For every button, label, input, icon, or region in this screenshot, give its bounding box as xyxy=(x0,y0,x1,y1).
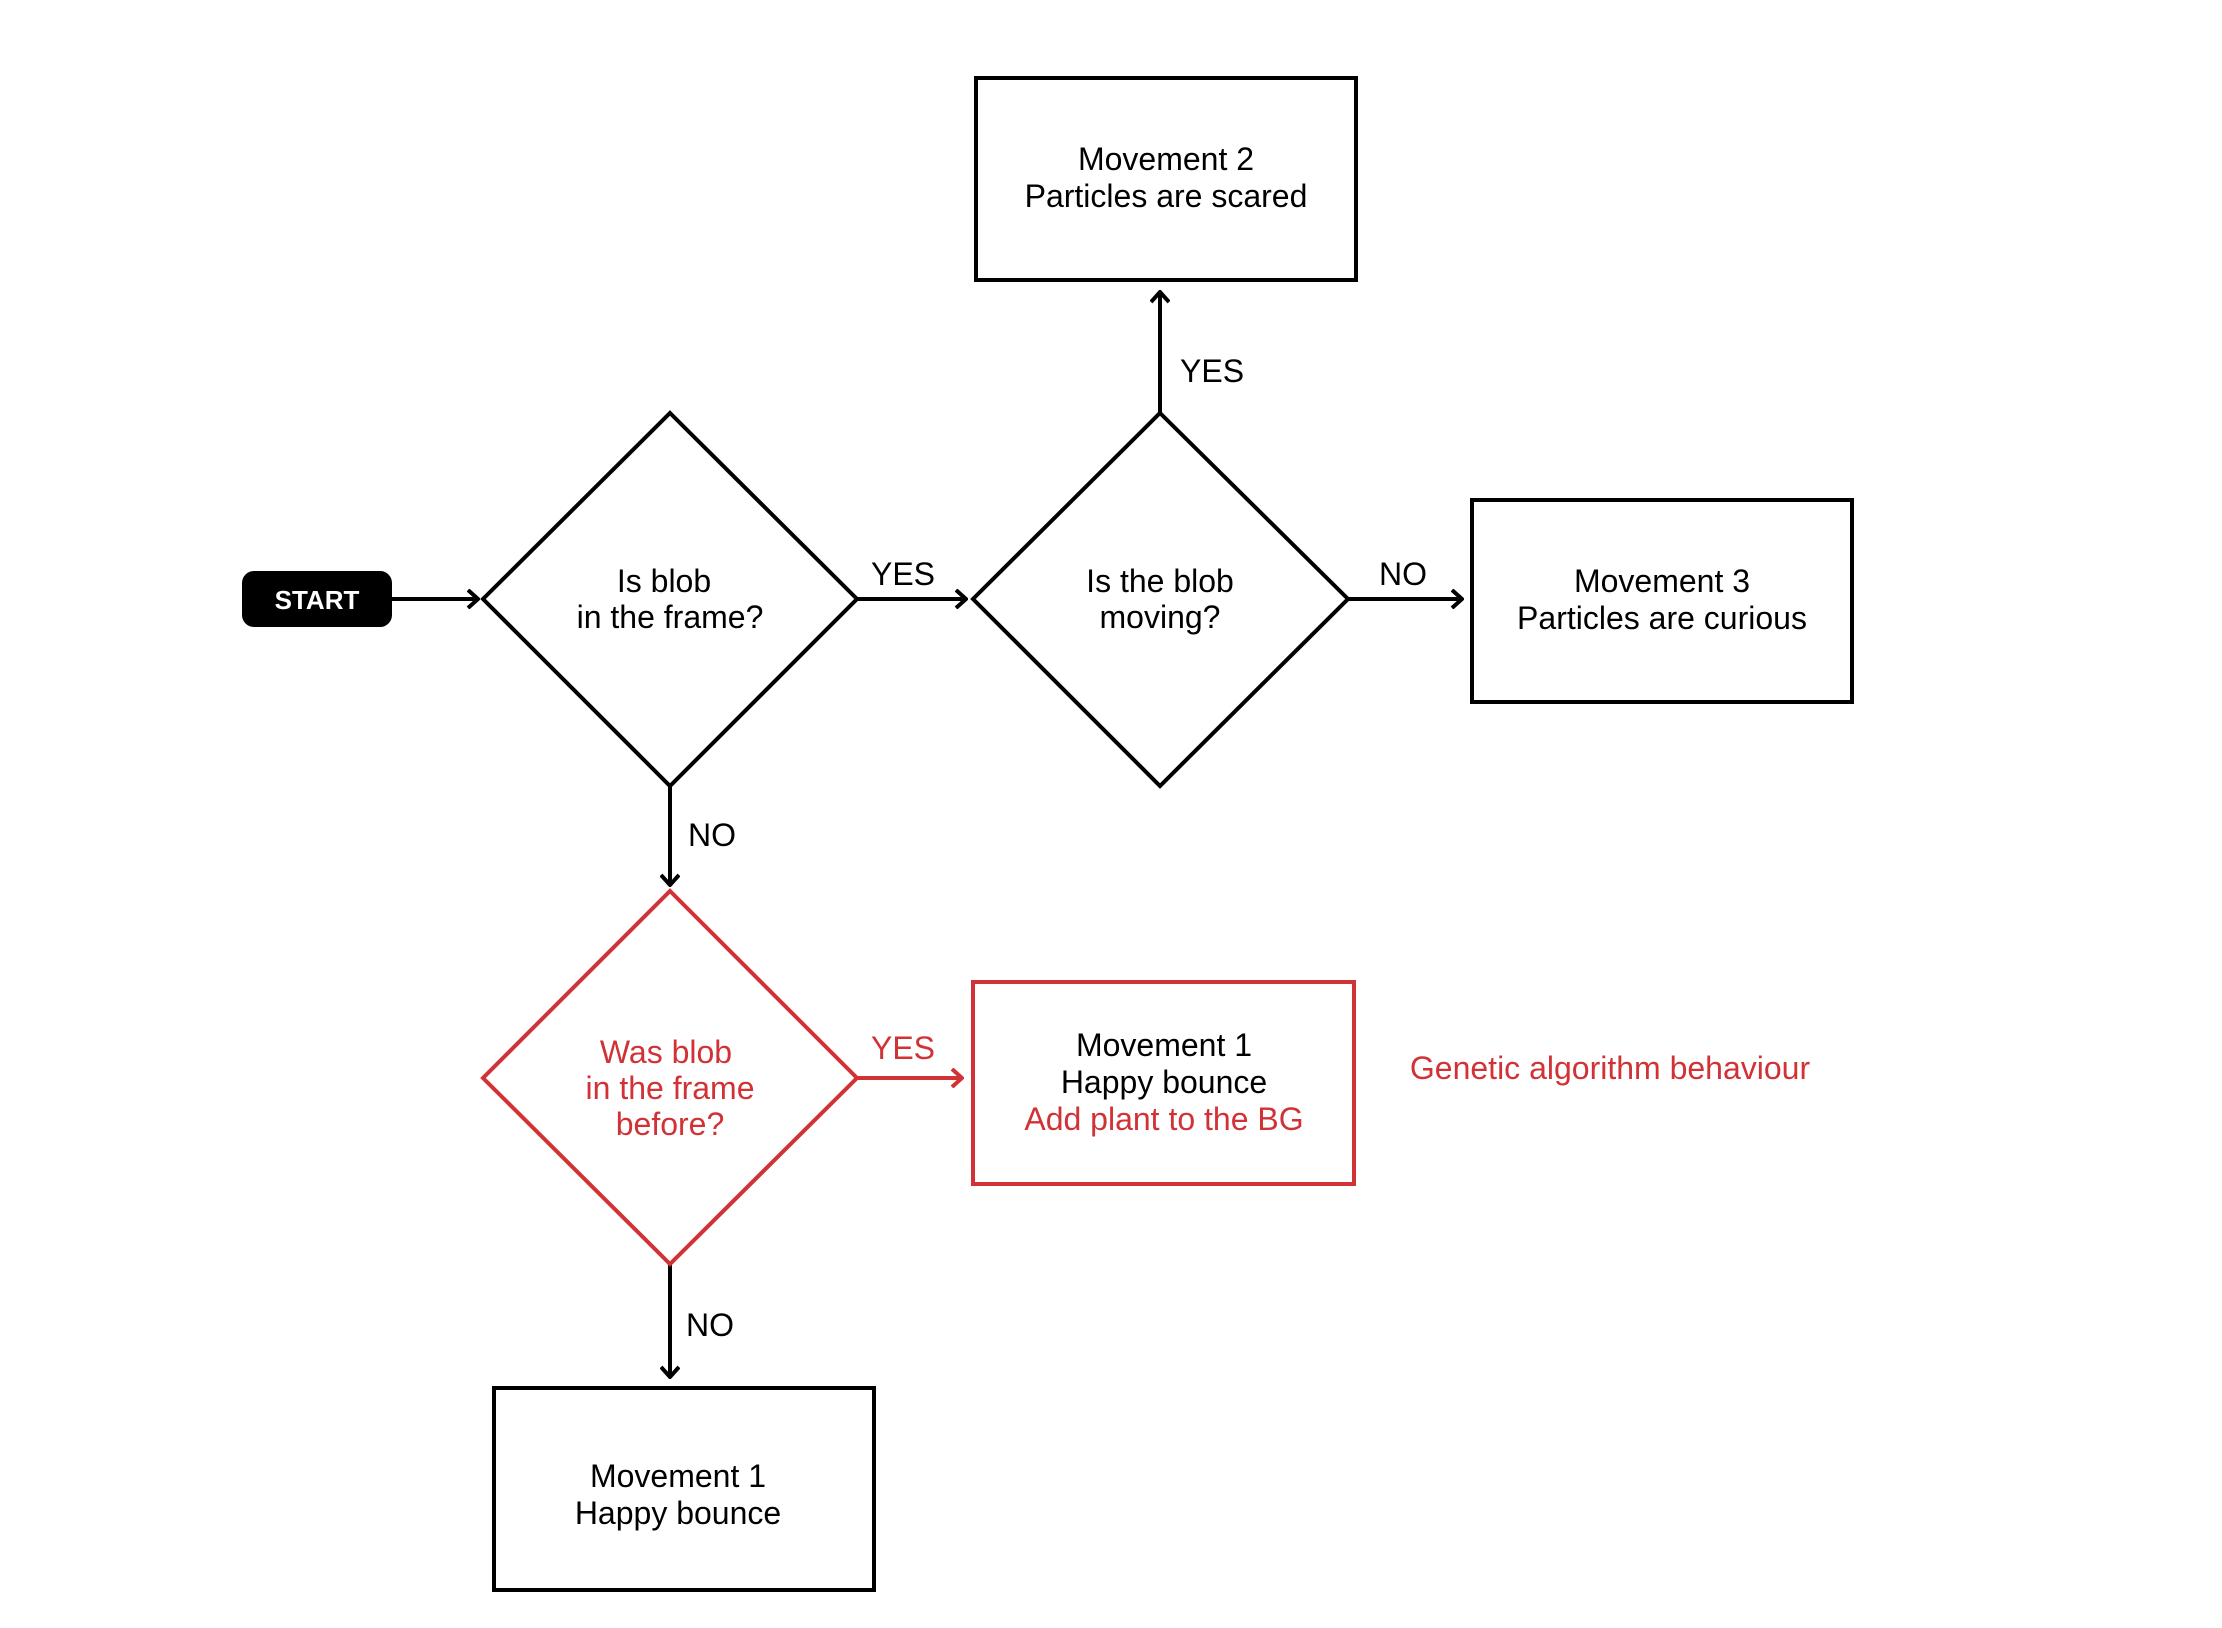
outcome-movement1-plant-line2: Happy bounce xyxy=(1061,1064,1267,1100)
outcome-movement2-line2: Particles are scared xyxy=(1025,178,1308,214)
decision-was-in-frame-line2: in the frame xyxy=(586,1070,755,1106)
edge-label-moving-no: NO xyxy=(1379,556,1427,592)
outcome-movement1-box xyxy=(492,1386,876,1592)
outcome-movement1-plant: Movement 1 Happy bounce Add plant to the… xyxy=(971,980,1356,1186)
decision-moving-line1: Is the blob xyxy=(1086,563,1234,599)
start-pill xyxy=(242,571,392,627)
start-node: START xyxy=(242,571,392,627)
decision-was-in-frame-line1: Was blob xyxy=(600,1034,732,1070)
outcome-movement3-line1: Movement 3 xyxy=(1574,563,1750,599)
decision-in-frame: Is blob in the frame? xyxy=(480,410,860,789)
start-label: START xyxy=(275,585,360,615)
edge-label-moving-yes: YES xyxy=(1180,353,1244,389)
outcome-movement1-line2: Happy bounce xyxy=(575,1495,781,1531)
outcome-movement1-plant-line1: Movement 1 xyxy=(1076,1027,1252,1063)
decision-in-frame-line2: in the frame? xyxy=(577,599,764,635)
legend-note: Genetic algorithm behaviour xyxy=(1410,1050,1811,1086)
edge-label-was-in-frame-yes: YES xyxy=(871,1030,935,1066)
outcome-movement3-line2: Particles are curious xyxy=(1517,600,1807,636)
decision-was-in-frame: Was blob in the frame before? xyxy=(480,888,860,1267)
decision-was-in-frame-line3: before? xyxy=(616,1106,725,1142)
outcome-movement2-box xyxy=(974,76,1358,282)
outcome-movement1: Movement 1 Happy bounce xyxy=(492,1386,876,1592)
outcome-movement2: Movement 2 Particles are scared xyxy=(974,76,1358,282)
outcome-movement1-plant-box xyxy=(971,980,1356,1186)
decision-in-frame-line1: Is blob xyxy=(617,563,711,599)
edge-label-in-frame-yes: YES xyxy=(871,556,935,592)
decision-in-frame-diamond xyxy=(480,410,860,789)
outcome-movement1-line1: Movement 1 xyxy=(590,1458,766,1494)
edge-label-in-frame-no: NO xyxy=(688,817,736,853)
decision-was-in-frame-diamond xyxy=(480,888,860,1267)
outcome-movement1-plant-line3: Add plant to the BG xyxy=(1024,1101,1303,1137)
decision-moving-line2: moving? xyxy=(1100,599,1221,635)
outcome-movement3: Movement 3 Particles are curious xyxy=(1470,498,1854,704)
outcome-movement2-line1: Movement 2 xyxy=(1078,141,1254,177)
decision-moving: Is the blob moving? xyxy=(970,410,1351,789)
edge-label-was-in-frame-no: NO xyxy=(686,1307,734,1343)
decision-moving-diamond xyxy=(970,410,1351,789)
outcome-movement3-box xyxy=(1470,498,1854,704)
